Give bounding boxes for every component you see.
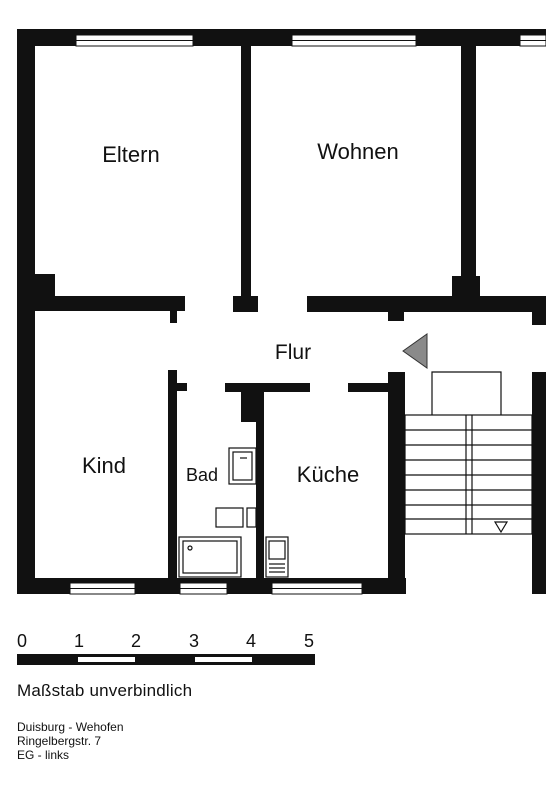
bathroom-fixtures	[178, 447, 257, 578]
wall-bad-top-stub	[177, 383, 187, 391]
wall-stub-left	[35, 274, 55, 296]
room-label-kind: Kind	[82, 453, 126, 478]
wall-pillar-right	[452, 276, 480, 312]
room-label-kueche: Küche	[297, 462, 359, 487]
address-street: Ringelbergstr. 7	[17, 734, 102, 748]
address-city: Duisburg - Wehofen	[17, 720, 124, 734]
wall-stair-right	[532, 372, 546, 594]
wall-stub-a	[170, 311, 177, 323]
walls	[17, 29, 546, 594]
windows	[69, 34, 546, 595]
stair-down-arrow-icon	[493, 521, 509, 534]
wall-kueche-top	[348, 383, 390, 392]
outer-wall-left	[17, 29, 35, 594]
wall-corridor-top-mid	[233, 296, 258, 312]
room-label-eltern: Eltern	[102, 142, 159, 167]
scale-disclaimer: Maßstab unverbindlich	[17, 681, 193, 700]
wall-wohnen-right	[461, 46, 476, 312]
wall-bad-kueche	[256, 392, 264, 594]
wall-stub-b	[388, 311, 404, 321]
scale-tick-1: 1	[74, 631, 84, 651]
scale-tick-4: 4	[246, 631, 256, 651]
wall-corridor-top-left	[35, 296, 185, 311]
scale-bar: 0 1 2 3 4 5	[17, 631, 315, 665]
room-label-wohnen: Wohnen	[317, 139, 399, 164]
bathtub	[178, 536, 242, 578]
scale-tick-2: 2	[131, 631, 141, 651]
room-label-flur: Flur	[275, 341, 311, 364]
wall-kueche-right	[388, 372, 405, 594]
scale-tick-3: 3	[189, 631, 199, 651]
entrance-arrow-icon	[402, 333, 428, 369]
wall-eltern-wohnen	[241, 46, 251, 312]
kitchen-stove	[265, 536, 289, 578]
wall-kind-bad	[168, 370, 177, 594]
room-label-bad: Bad	[186, 465, 218, 485]
scale-tick-5: 5	[304, 631, 314, 651]
wall-bad-top	[225, 383, 310, 392]
address-unit: EG - links	[17, 748, 70, 762]
toilet	[215, 507, 244, 528]
address-block: Duisburg - Wehofen Ringelbergstr. 7 EG -…	[17, 720, 124, 762]
wall-corridor-top-right	[307, 296, 546, 312]
stairwell	[404, 371, 533, 535]
scale-tick-0: 0	[17, 631, 27, 651]
wall-stub-c	[532, 311, 546, 325]
